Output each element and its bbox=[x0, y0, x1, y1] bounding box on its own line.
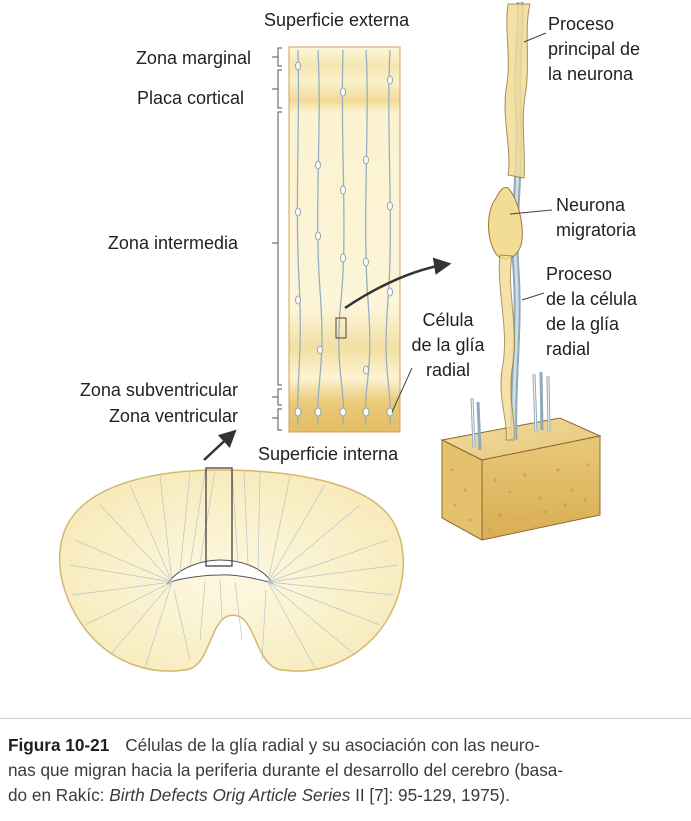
cortical-column bbox=[288, 46, 401, 433]
caption-line-2: nas que migran hacia la periferia durant… bbox=[8, 760, 564, 780]
caption-line3-suffix: II [7]: 95-129, 1975). bbox=[350, 785, 510, 805]
label-zona-intermedia: Zona intermedia bbox=[107, 233, 238, 253]
caption-divider bbox=[0, 718, 691, 719]
label-superficie-interna: Superficie interna bbox=[258, 444, 399, 464]
arrow-to-column bbox=[203, 429, 237, 461]
caption-text-line-1: Células de la glía radial y su asociació… bbox=[125, 735, 540, 755]
label-neurona-migratoria: Neurona migratoria bbox=[556, 195, 637, 240]
label-zona-ventricular: Zona ventricular bbox=[108, 406, 238, 426]
glia-cell-pointer bbox=[391, 367, 413, 413]
label-superficie-externa: Superficie externa bbox=[264, 10, 410, 30]
inset-rectangle bbox=[335, 317, 347, 339]
label-celula-glia-radial: Célula de la glía radial bbox=[411, 310, 485, 380]
caption-journal-title: Birth Defects Orig Article Series bbox=[109, 785, 351, 805]
label-zona-marginal: Zona marginal bbox=[135, 48, 251, 68]
label-placa-cortical: Placa cortical bbox=[136, 88, 244, 108]
caption-line-3: do en Rakíc: Birth Defects Orig Article … bbox=[8, 783, 684, 808]
radial-glia-fibers bbox=[296, 49, 391, 426]
glia-cell-bodies bbox=[294, 61, 394, 417]
label-proceso-principal: Proceso principal de la neurona bbox=[548, 14, 641, 84]
caption-line-1: Figura 10-21 Células de la glía radial y … bbox=[8, 733, 684, 758]
figure-caption: Figura 10-21 Células de la glía radial y … bbox=[8, 733, 684, 808]
arrow-to-neuron bbox=[344, 257, 452, 310]
zone-brackets bbox=[272, 47, 282, 431]
figure-label: Figura 10-21 bbox=[8, 735, 110, 755]
migrating-neuron bbox=[488, 3, 531, 441]
radial-glia-diagram bbox=[58, 1, 602, 672]
label-proceso-celula-glia: Proceso de la célula de la glía radial bbox=[546, 264, 638, 359]
right-pointers bbox=[509, 32, 553, 301]
brain-inset-rectangle bbox=[205, 467, 233, 567]
label-zona-subventricular: Zona subventricular bbox=[79, 380, 238, 400]
brain-section bbox=[58, 467, 405, 672]
caption-line3-prefix: do en Rakíc: bbox=[8, 785, 110, 805]
tissue-block bbox=[440, 371, 602, 541]
